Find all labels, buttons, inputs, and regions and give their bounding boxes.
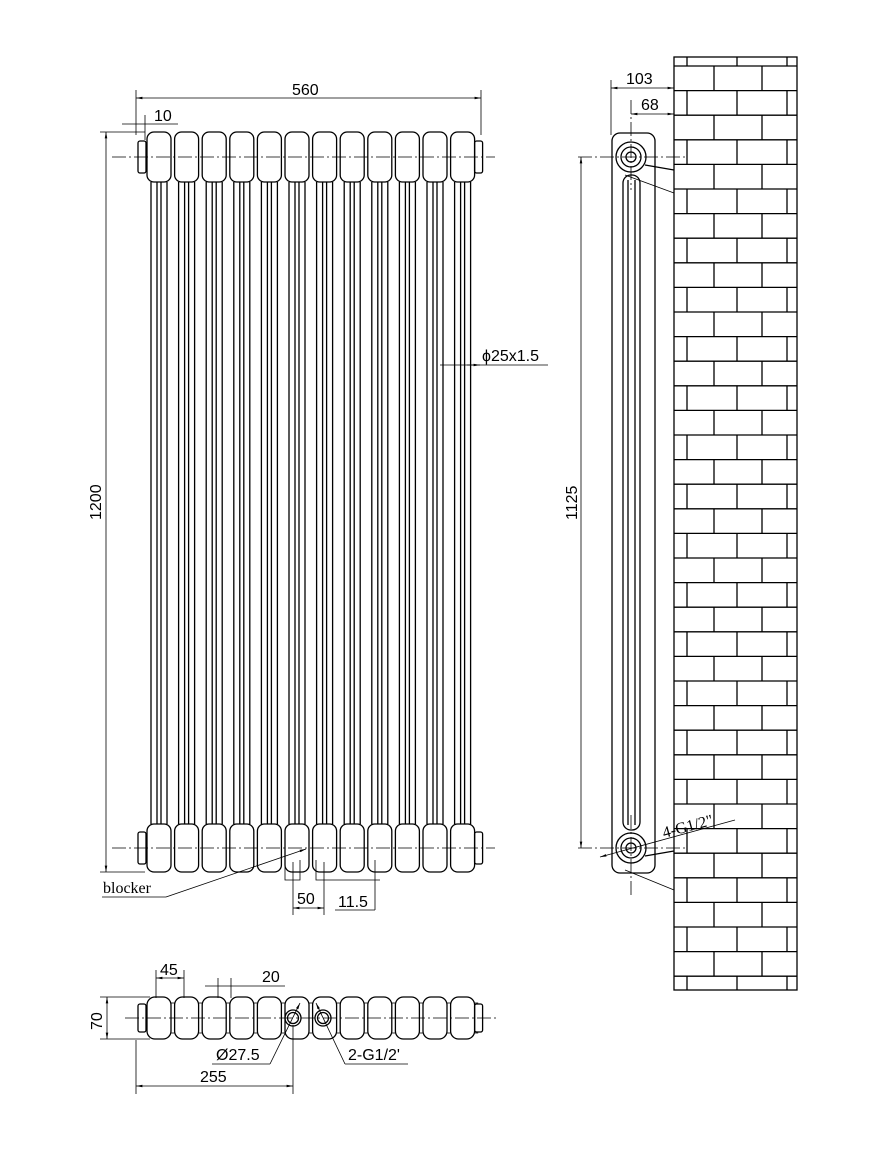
hole-diameter-label: Ø27.5 — [216, 1047, 260, 1064]
front-dimensions: 560 10 1200 ϕ25x1.5 blocker 50 11.5 — [88, 82, 548, 915]
front-view — [112, 131, 495, 873]
bottom-dimensions: 45 20 70 Ø27.5 2-G1/2' 255 — [89, 962, 408, 1094]
inlet-offset-dimension: 255 — [200, 1069, 227, 1086]
thread-label: 2-G1/2' — [348, 1047, 400, 1064]
offset-dimension: 11.5 — [338, 894, 368, 911]
column-top-header — [394, 131, 421, 183]
gap-dimension: 20 — [262, 969, 280, 986]
centers-dimension: 1125 — [564, 485, 581, 520]
pitch-dimension: 45 — [160, 962, 178, 979]
side-view — [578, 100, 688, 895]
depth-dimension: 103 — [626, 71, 653, 88]
tube-dimension: ϕ25x1.5 — [482, 348, 539, 365]
inlet-hole-inner — [286, 1011, 300, 1025]
end-offset-dimension: 10 — [154, 108, 172, 125]
wall-offset-dimension: 68 — [641, 97, 659, 114]
wall-outline — [673, 56, 798, 991]
blocker-label: blocker — [103, 880, 152, 897]
depth-dimension-bottom: 70 — [89, 1012, 106, 1030]
spacing-dimension: 50 — [297, 891, 315, 908]
inlet-hole-inner — [316, 1011, 330, 1025]
width-dimension: 560 — [292, 82, 319, 99]
brick-wall — [673, 56, 798, 991]
column-bottom-header — [394, 823, 421, 873]
inlet-hole — [314, 1009, 332, 1027]
height-dimension: 1200 — [88, 484, 105, 520]
connection-label: 4-G1/2" — [661, 812, 715, 842]
bottom-view — [125, 996, 497, 1040]
